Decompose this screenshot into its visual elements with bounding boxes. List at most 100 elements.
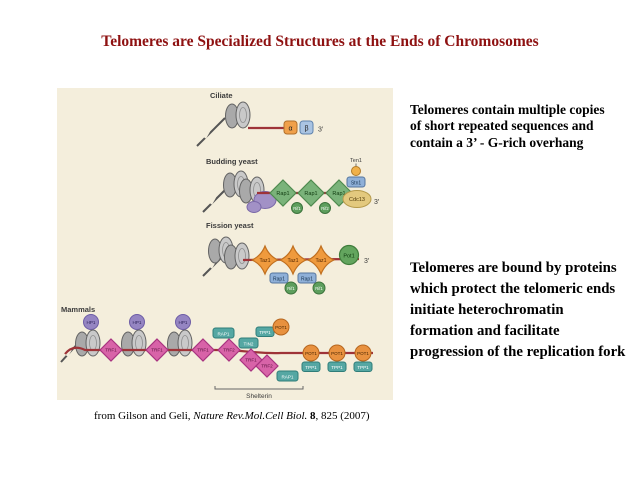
rif1-label: Rif1 (287, 286, 295, 291)
tpp1-box (353, 361, 373, 372)
trf2-label: TRF2 (223, 348, 235, 353)
ten1-circle (351, 166, 361, 176)
chromosome-break (213, 264, 221, 273)
chromosome-break (213, 200, 221, 209)
pot1-label: POT1 (305, 351, 317, 356)
text-block-repeated-sequences: Telomeres contain multiple copies of sho… (410, 102, 605, 150)
pot1-label: Pot1 (343, 254, 354, 260)
tpp1-label: TPP1 (357, 365, 369, 370)
chromosome-break (209, 196, 217, 205)
budding-yeast-section: Budding yeast Rap1 Rap1 Rap1 Rif1 Rif2 (202, 157, 380, 214)
chromosome-line (196, 117, 226, 147)
trf2-label: TRF2 (261, 364, 273, 369)
pot1-circle (302, 344, 320, 362)
chromosome-break (207, 134, 215, 143)
trf1-label: TRF1 (197, 348, 209, 353)
citation-journal: Nature Rev.Mol.Cell Biol. (193, 410, 308, 422)
nucleosome (224, 242, 250, 270)
alpha-subunit-box (283, 120, 298, 135)
chromosome-break (203, 130, 211, 139)
hp1-circle (129, 314, 145, 330)
trf1-diamond (191, 338, 215, 362)
citation: from Gilson and Geli, Nature Rev.Mol.Cel… (94, 410, 370, 422)
fission-yeast-section: Fission yeast Taz1 Taz1 Taz1 Rap1 Rap1 R… (202, 221, 370, 295)
taz1-shape (250, 244, 280, 276)
three-prime-label: 3′ (318, 127, 324, 134)
hp1-circle (83, 314, 99, 330)
rif1-label: Rif1 (315, 286, 323, 291)
sir-complex-blob (246, 201, 262, 213)
rap1-label: RAP1 (281, 374, 293, 379)
rif2-label: Rif2 (321, 206, 329, 211)
stn1-label: Stn1 (351, 181, 362, 187)
hp1-circle (175, 314, 191, 330)
rap1-label: Rap1 (332, 191, 345, 197)
citation-prefix: from Gilson and Geli, (94, 410, 194, 422)
citation-suffix: , 825 (2007) (315, 410, 370, 422)
rif1-circle (291, 202, 303, 214)
rap1-label: Rap1 (304, 191, 317, 197)
pot1-circle (338, 244, 360, 266)
text-block-bound-proteins: Telomeres are bound by proteins which pr… (410, 260, 626, 360)
tin2-box (238, 337, 259, 349)
cdc13-ellipse (342, 190, 372, 208)
rap1-box (297, 272, 317, 284)
rif2-circle (319, 202, 331, 214)
shelterin-label: Shelterin (246, 393, 272, 400)
ten1-label: Ten1 (350, 158, 362, 164)
three-prime-label: 3′ (374, 199, 380, 206)
pot1-circle (328, 344, 346, 362)
hp1-label: HP1 (87, 320, 96, 325)
trf1-label: TRF1 (245, 358, 257, 363)
rap1-label: RAP1 (217, 331, 229, 336)
nucleosome (167, 329, 193, 357)
nucleosome (225, 101, 251, 129)
ciliate-label: Ciliate (210, 91, 233, 100)
pot1-label: POT1 (275, 325, 287, 330)
mammals-section: Mammals HP1 HP1 HP1 TRF1 TRF1 T (60, 305, 373, 400)
pot1-label: POT1 (331, 351, 343, 356)
tpp1-label: TPP1 (259, 330, 271, 335)
rif1-label: Rif1 (293, 206, 301, 211)
rap1-box (276, 370, 299, 382)
budding-yeast-label: Budding yeast (206, 157, 258, 166)
beta-subunit-box (299, 120, 314, 135)
telomere-figure-panel: Ciliate α β 3′ Budding yeast (57, 88, 393, 400)
rif1-circle (312, 281, 326, 295)
tpp1-label: TPP1 (305, 365, 317, 370)
tin2-label: TIN2 (244, 341, 254, 346)
fission-yeast-label: Fission yeast (206, 221, 254, 230)
taz1-label: Taz1 (288, 258, 299, 264)
trf1-label: TRF1 (151, 348, 163, 353)
slide-title: Telomeres are Specialized Structures at … (101, 33, 539, 50)
tpp1-box (327, 361, 347, 372)
mammals-label: Mammals (61, 305, 95, 314)
three-prime-label: 3′ (364, 258, 370, 265)
hp1-label: HP1 (133, 320, 142, 325)
shelterin-bracket (214, 386, 304, 390)
trf2-diamond (255, 354, 279, 378)
cdc13-label: Cdc13 (349, 197, 365, 203)
hp1-label: HP1 (179, 320, 188, 325)
chromosome-break (69, 352, 77, 361)
rap1-diamond (269, 179, 297, 207)
citation-volume: 8 (307, 410, 316, 422)
stn1-box (346, 176, 366, 188)
taz1-shape (278, 244, 308, 276)
taz1-shape (306, 244, 336, 276)
pot1-label: POT1 (357, 351, 369, 356)
rap1-label: Rap1 (276, 191, 289, 197)
tpp1-box (301, 361, 321, 372)
nucleosome (121, 329, 147, 357)
pot1-circle (354, 344, 372, 362)
nucleosome (75, 329, 101, 357)
rap1-diamond (297, 179, 325, 207)
telomere-figure: Ciliate α β 3′ Budding yeast (60, 91, 380, 400)
rap1-box (212, 327, 235, 339)
rap1-label: Rap1 (301, 277, 313, 283)
tpp1-label: TPP1 (331, 365, 343, 370)
trf2-diamond (217, 338, 241, 362)
alpha-label: α (288, 126, 292, 133)
ciliate-section: Ciliate α β 3′ (196, 91, 324, 147)
